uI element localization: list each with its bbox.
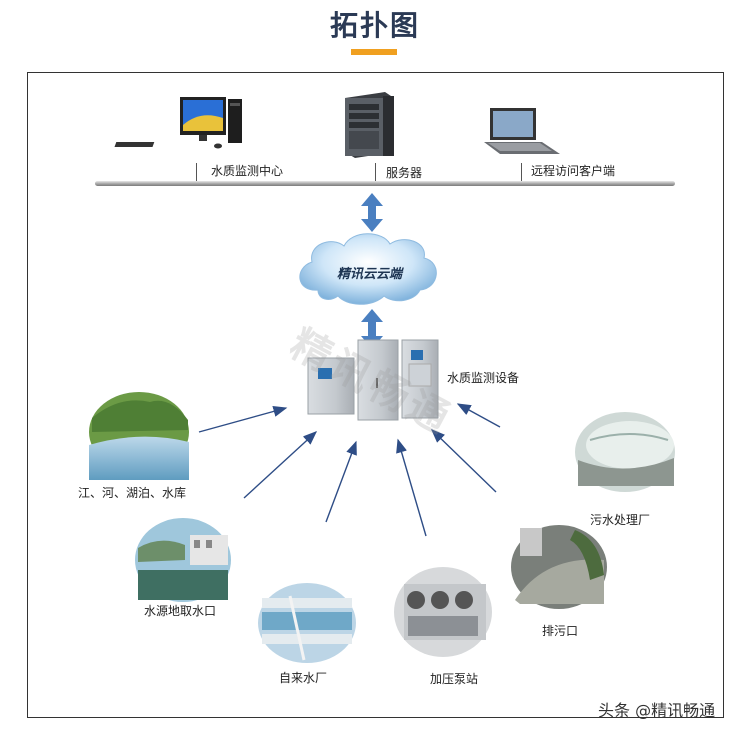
- water-intake-image: [135, 518, 231, 602]
- site-label-intake: 水源地取水口: [144, 604, 217, 618]
- pump-station-image: [394, 567, 492, 657]
- remote-client-label: 远程访问客户端: [531, 164, 616, 178]
- cloud-icon: [299, 233, 437, 305]
- double-arrow-lower: [361, 309, 383, 349]
- site-label-sewage-plant: 污水处理厂: [590, 513, 651, 527]
- bus-drop-line: [375, 163, 376, 181]
- river-lake-image: [89, 392, 189, 480]
- source-credit: 头条 @精讯畅通: [598, 701, 716, 720]
- desktop-computer-icon: [114, 97, 242, 149]
- site-label-water-plant: 自来水厂: [279, 671, 328, 685]
- bus-drop-line: [521, 163, 522, 181]
- site-label-river: 江、河、湖泊、水库: [78, 486, 187, 500]
- monitoring-cabinets-icon: [307, 339, 439, 421]
- bus-drop-line: [196, 163, 197, 181]
- title-underline: [351, 49, 397, 55]
- server-tower-icon: [345, 92, 394, 158]
- water-plant-image: [258, 583, 356, 663]
- monitoring-center-label: 水质监测中心: [211, 164, 284, 178]
- cloud-label: 精讯云云端: [337, 267, 403, 282]
- network-bus: [95, 181, 675, 186]
- inbound-arrows: [198, 403, 501, 537]
- page-title: 拓扑图: [329, 9, 420, 42]
- diagram-frame: [27, 72, 724, 718]
- site-label-sewage-outlet: 排污口: [542, 624, 579, 638]
- site-label-pump-station: 加压泵站: [430, 672, 479, 686]
- sewage-plant-image: [575, 412, 675, 492]
- server-label: 服务器: [386, 166, 423, 180]
- device-label: 水质监测设备: [447, 371, 520, 385]
- double-arrow-upper: [361, 193, 383, 232]
- sewage-outlet-image: [511, 525, 607, 609]
- laptop-icon: [484, 108, 560, 154]
